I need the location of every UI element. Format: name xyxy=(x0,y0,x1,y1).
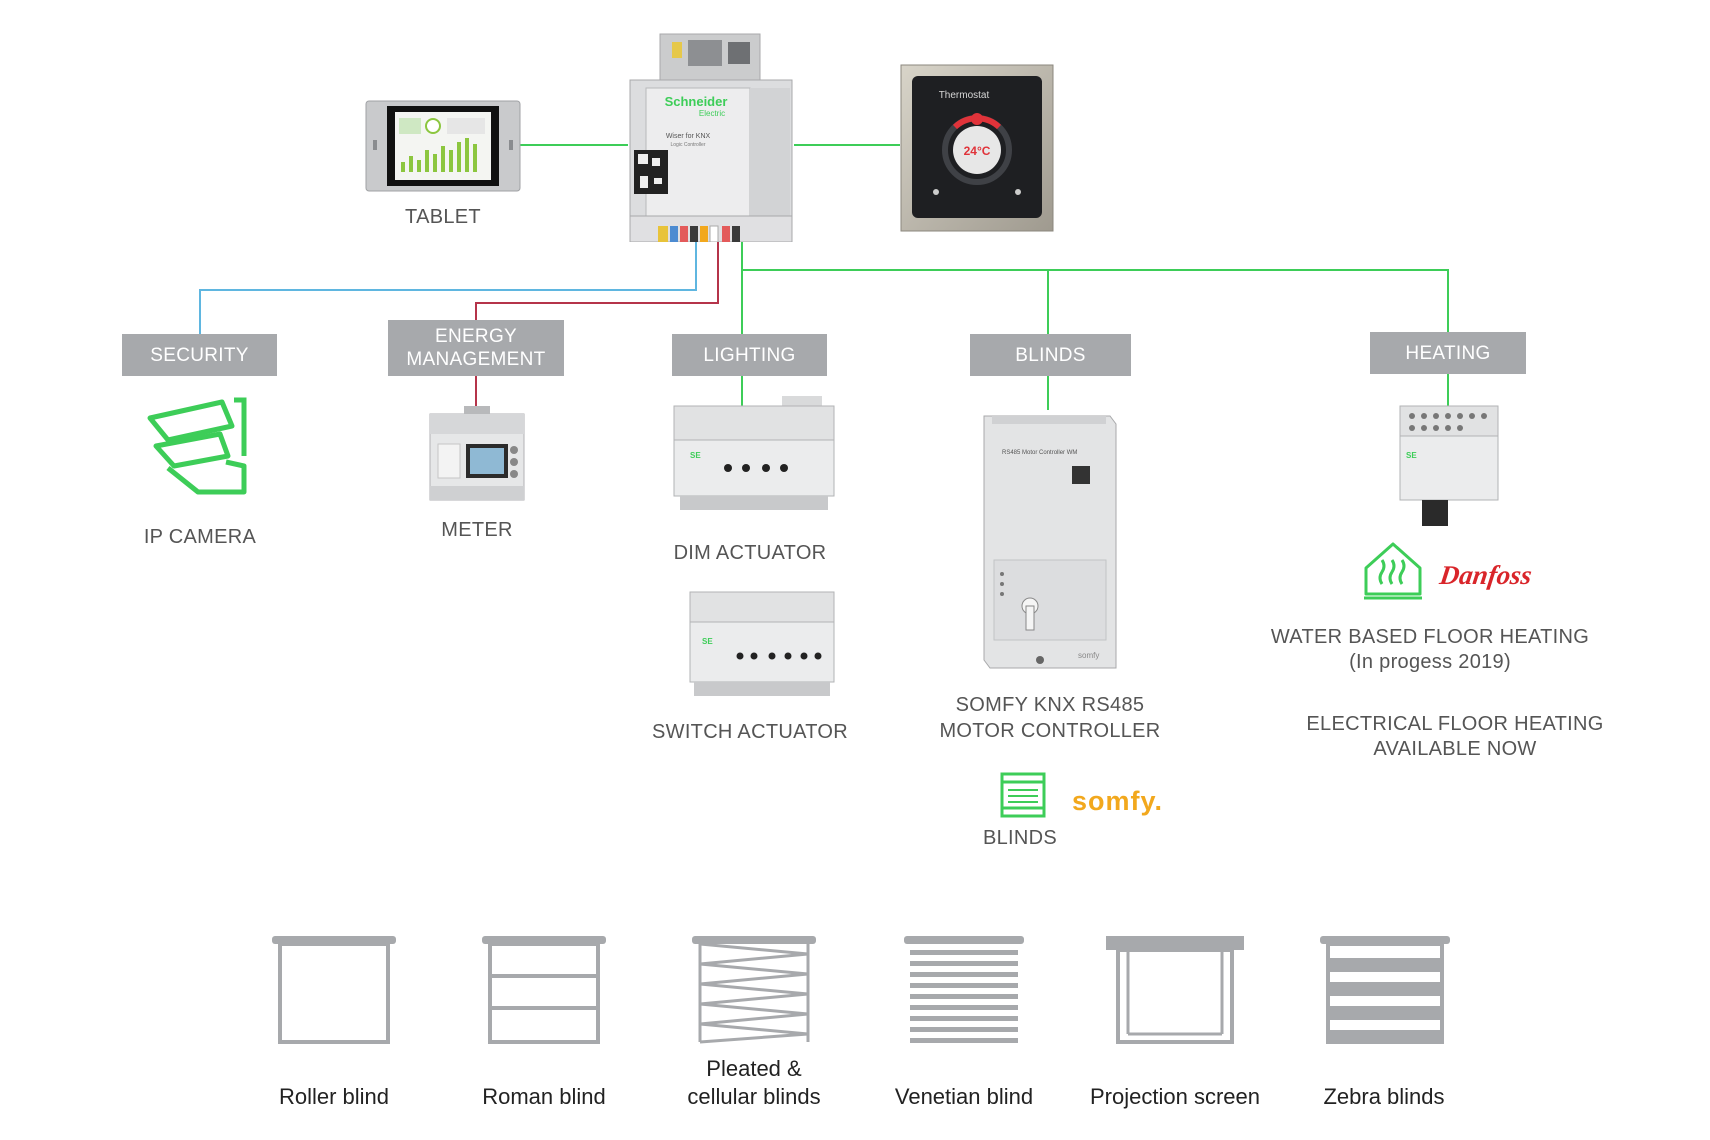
svg-text:Logic Controller: Logic Controller xyxy=(670,142,705,148)
ip-camera-icon xyxy=(147,397,247,495)
venetian-blind-label: Venetian blind xyxy=(894,1084,1034,1109)
category-heating: HEATING xyxy=(1370,332,1526,374)
somfy-controller-line1: SOMFY KNX RS485 xyxy=(955,694,1145,716)
tablet-device xyxy=(365,100,521,192)
zebra-blind-label: Zebra blinds xyxy=(1323,1084,1445,1109)
category-lighting: LIGHTING xyxy=(672,334,827,376)
somfy-controller-label: SOMFY KNX RS485 MOTOR CONTROLLER xyxy=(920,692,1180,744)
wire-security xyxy=(199,242,697,334)
blinds-icon-label: BLINDS xyxy=(982,827,1058,849)
category-blinds: BLINDS xyxy=(970,334,1131,376)
dim-actuator-label: DIM ACTUATOR xyxy=(673,542,827,564)
switch-actuator-label: SWITCH ACTUATOR xyxy=(652,721,848,743)
danfoss-logo: Danfoss xyxy=(1437,560,1534,590)
logic-controller-device: Schneider Electric Wiser for KNX Logic C… xyxy=(629,33,793,242)
svg-text:SE: SE xyxy=(1406,451,1417,460)
water-heating-label: WATER BASED FLOOR HEATING (In progess 20… xyxy=(1230,625,1630,675)
blinds-icon xyxy=(1000,772,1046,818)
tablet-label: TABLET xyxy=(405,206,481,228)
roller-blind-icon xyxy=(272,936,396,1044)
electrical-heating-label: ELECTRICAL FLOOR HEATING AVAILABLE NOW xyxy=(1260,712,1650,762)
svg-text:RS485 Motor Controller WM: RS485 Motor Controller WM xyxy=(1002,450,1077,456)
pleated-blind-line1: Pleated & xyxy=(706,1056,802,1081)
svg-text:SE: SE xyxy=(690,451,701,460)
switch-actuator-device: SE xyxy=(689,591,835,696)
pleated-blind-label: Pleated & cellular blinds xyxy=(664,1055,844,1111)
thermostat-device: Thermostat 24°C xyxy=(900,64,1054,232)
venetian-blind-icon xyxy=(904,936,1024,1043)
electrical-heating-line1: ELECTRICAL FLOOR HEATING xyxy=(1306,713,1604,735)
somfy-motor-controller-device: RS485 Motor Controller WM somfy xyxy=(983,415,1117,669)
svg-text:somfy: somfy xyxy=(1078,651,1099,660)
floor-heating-icon xyxy=(1364,542,1422,600)
category-security: SECURITY xyxy=(122,334,277,376)
heating-actuator-device: SE xyxy=(1399,405,1499,526)
ip-camera-label: IP CAMERA xyxy=(143,526,257,548)
svg-text:SE: SE xyxy=(702,637,713,646)
electrical-heating-line2: AVAILABLE NOW xyxy=(1373,738,1537,760)
water-heating-line1: WATER BASED FLOOR HEATING xyxy=(1270,626,1590,648)
dim-actuator-device: SE xyxy=(673,396,835,510)
roman-blind-label: Roman blind xyxy=(482,1084,606,1109)
roller-blind-label: Roller blind xyxy=(278,1084,390,1109)
svg-text:Wiser for KNX: Wiser for KNX xyxy=(666,133,711,140)
wire-energy xyxy=(475,242,719,320)
pleated-blind-icon xyxy=(692,936,816,1044)
svg-text:Electric: Electric xyxy=(699,109,725,118)
water-heating-line2: (In progess 2019) xyxy=(1349,651,1511,673)
meter-label: METER xyxy=(441,519,513,541)
pleated-blind-line2: cellular blinds xyxy=(687,1084,821,1109)
wire-bus-trunk xyxy=(741,242,1449,332)
meter-device xyxy=(429,406,525,501)
roman-blind-icon xyxy=(482,936,606,1044)
somfy-controller-line2: MOTOR CONTROLLER xyxy=(939,720,1161,742)
zebra-blind-icon xyxy=(1320,936,1450,1044)
svg-text:Schneider: Schneider xyxy=(665,94,728,109)
svg-text:Thermostat: Thermostat xyxy=(939,90,990,101)
projection-screen-label: Projection screen xyxy=(1090,1084,1260,1109)
svg-text:24°C: 24°C xyxy=(964,144,991,158)
projection-screen-icon xyxy=(1106,936,1244,1044)
somfy-logo: somfy. xyxy=(1072,786,1164,816)
